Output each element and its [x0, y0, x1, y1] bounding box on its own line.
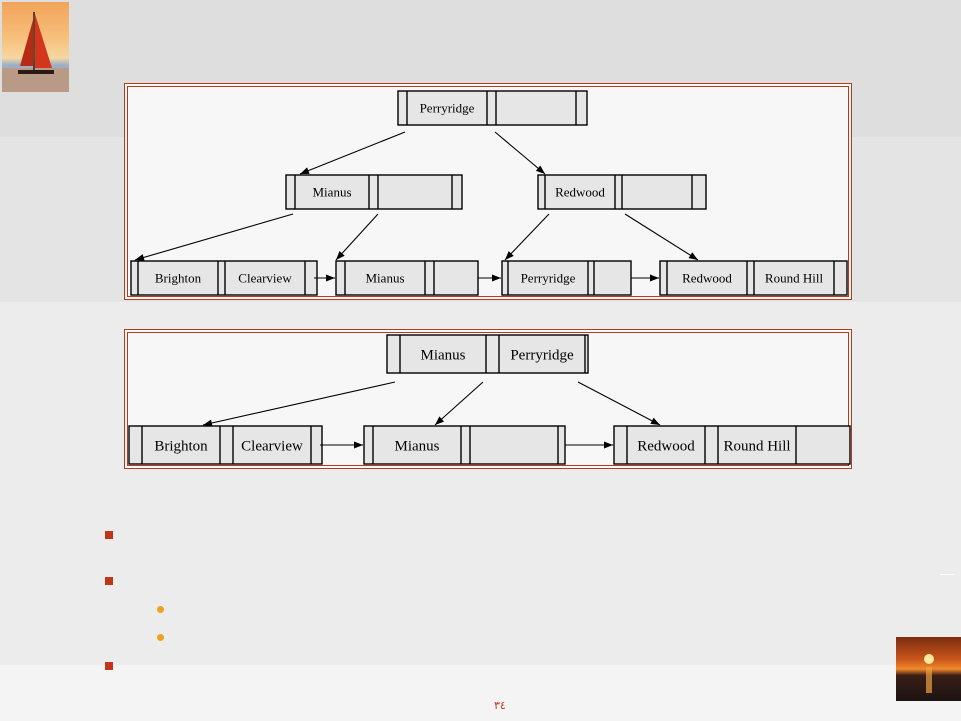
- node-key: Redwood: [555, 185, 605, 200]
- node-key: Clearview: [238, 271, 292, 286]
- node-key: Mianus: [395, 438, 440, 454]
- node-key: Clearview: [241, 438, 303, 454]
- arrow-head: [300, 167, 310, 174]
- arrow-head: [650, 274, 659, 282]
- bullet-square: [105, 662, 113, 670]
- sailboat-photo: [2, 2, 69, 92]
- footer-band: [0, 665, 961, 721]
- bullet-square: [105, 531, 113, 539]
- node-key: Brighton: [155, 271, 202, 286]
- arrow-head: [354, 441, 363, 449]
- arrow-head: [604, 441, 613, 449]
- bullet-square: [105, 577, 113, 585]
- node-key: Mianus: [366, 271, 405, 286]
- node-key: Perryridge: [510, 347, 574, 363]
- node-key: Round Hill: [723, 438, 790, 454]
- decorative-dash: [940, 574, 954, 575]
- node-key: Brighton: [154, 438, 208, 454]
- sub-bullet-dot: [157, 606, 164, 613]
- sunset-photo: [896, 637, 961, 701]
- root-node: [397, 90, 588, 126]
- node-key: Redwood: [637, 438, 695, 454]
- pointer-arrow: [134, 213, 294, 261]
- node-key: Perryridge: [521, 271, 576, 286]
- arrow-head: [492, 274, 501, 282]
- node-key: Perryridge: [420, 101, 475, 116]
- arrow-head: [135, 254, 145, 261]
- pointer-arrow: [494, 131, 546, 175]
- arrow-head: [326, 274, 335, 282]
- node-key: Redwood: [682, 271, 732, 286]
- pointer-arrow: [577, 381, 661, 426]
- pointer-arrow: [434, 381, 484, 426]
- node-key: Mianus: [421, 347, 466, 363]
- page-number: ٣٤: [494, 699, 506, 712]
- leaf-node: [335, 260, 479, 296]
- arrow-head: [650, 417, 660, 425]
- internal-node-left: [285, 174, 463, 210]
- panel-inner-border: [127, 332, 849, 466]
- node-key: Mianus: [313, 185, 352, 200]
- arrow-head: [435, 416, 445, 425]
- pointer-arrow: [335, 213, 379, 261]
- arrow-head: [203, 419, 213, 427]
- pointer-arrow: [624, 213, 699, 261]
- arrow-head: [336, 250, 345, 260]
- arrow-head: [505, 251, 514, 260]
- arrow-head: [688, 252, 698, 260]
- leaf-node: [613, 425, 851, 465]
- sub-bullet-dot: [157, 634, 164, 641]
- panel-inner-border: [127, 86, 849, 297]
- arrow-head: [535, 165, 545, 174]
- pointer-arrow: [202, 381, 396, 426]
- node-key: Round Hill: [765, 271, 824, 286]
- pointer-arrow: [504, 213, 550, 261]
- root-node: [386, 334, 589, 374]
- pointer-arrow: [299, 131, 406, 175]
- leaf-node: [130, 260, 318, 296]
